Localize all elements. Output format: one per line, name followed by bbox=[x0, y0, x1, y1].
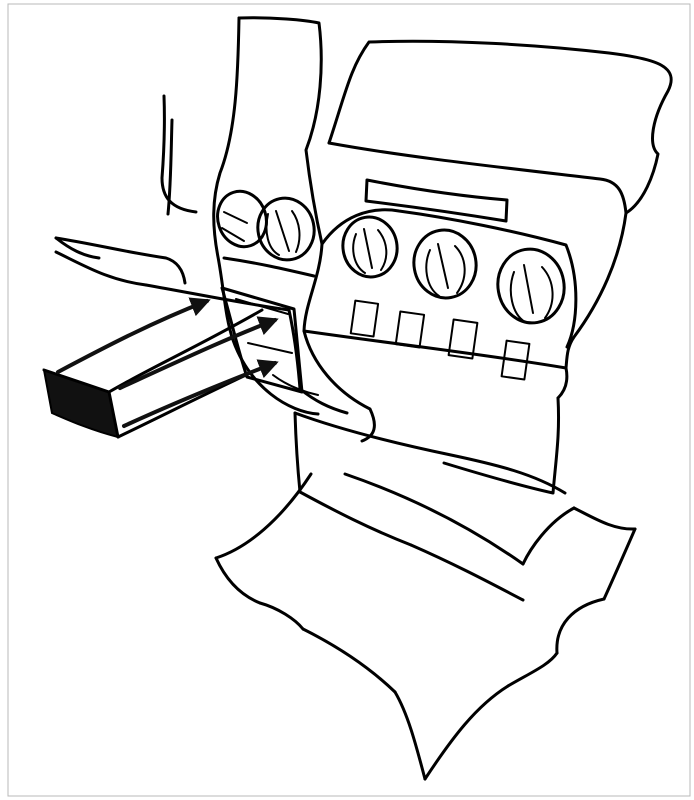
lower-insert-arrow bbox=[122, 359, 279, 428]
image-frame bbox=[7, 3, 691, 797]
radio-slot-panel bbox=[349, 178, 531, 381]
installation-arrows bbox=[56, 297, 279, 428]
middle-insert-arrow bbox=[118, 316, 279, 390]
dashboard-knobs bbox=[216, 189, 566, 325]
radio-opening bbox=[220, 286, 319, 396]
upper-insert-arrow bbox=[56, 297, 211, 374]
dashboard-outline bbox=[54, 16, 673, 781]
